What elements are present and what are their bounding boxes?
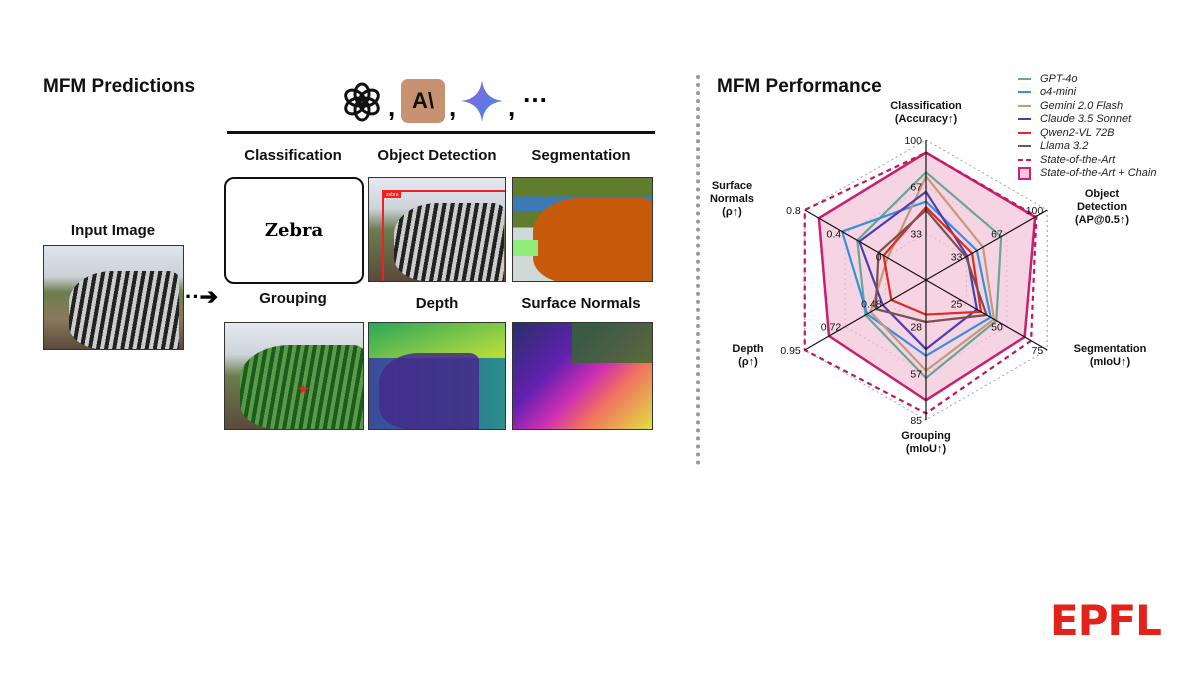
- legend-label: State-of-the-Art: [1040, 153, 1116, 166]
- axis-metric: (ρ↑): [722, 206, 742, 218]
- axis-metric: (Accuracy↑): [894, 113, 958, 125]
- tick-label: 0.95: [780, 345, 801, 357]
- label-depth: Depth: [415, 295, 459, 312]
- legend-item: State-of-the-Art: [1018, 153, 1156, 167]
- legend-item: Qwen2-VL 72B: [1018, 126, 1156, 140]
- legend-swatch: [1018, 166, 1031, 180]
- legend-item: State-of-the-Art + Chain: [1018, 166, 1157, 181]
- tick-label: 0: [876, 252, 882, 264]
- series-state-of-the-art-chain: [817, 151, 1037, 402]
- axis-label: Grouping(mIoU↑): [881, 430, 971, 456]
- tick-label: 100: [1026, 205, 1044, 217]
- label-classification: Classification: [244, 147, 342, 164]
- axis-line: [804, 209, 927, 281]
- axis-metric: (ρ↑): [738, 356, 758, 368]
- axis-line: [804, 279, 927, 351]
- comma: ,: [508, 92, 516, 122]
- performance-title: MFM Performance: [717, 76, 882, 97]
- segmentation-image: [512, 177, 653, 282]
- tick-label: 0.72: [821, 322, 842, 334]
- anthropic-logo-icon: A\: [401, 79, 445, 123]
- tick-label: 50: [991, 322, 1003, 334]
- axis-line: [925, 279, 1048, 351]
- divider-line: [227, 131, 655, 134]
- tick-label: 67: [910, 182, 922, 194]
- object-detection-image: zebra: [368, 177, 506, 282]
- predictions-title: MFM Predictions: [43, 76, 196, 97]
- surface-normals-image: [512, 322, 653, 430]
- axis-label: Classification(Accuracy↑): [881, 100, 971, 126]
- legend-label: Llama 3.2: [1040, 140, 1089, 153]
- gemini-logo-icon: [461, 80, 503, 122]
- legend-item: GPT-4o: [1018, 72, 1156, 86]
- comma: ,: [388, 92, 396, 122]
- tick-label: 67: [991, 228, 1003, 240]
- legend-item: Claude 3.5 Sonnet: [1018, 113, 1156, 127]
- legend-label: State-of-the-Art + Chain: [1040, 167, 1157, 180]
- classification-result: Zebra: [224, 177, 364, 284]
- label-grouping: Grouping: [259, 290, 327, 307]
- axis-metric: (AP@0.5↑): [1074, 214, 1130, 226]
- ellipsis: …: [522, 78, 548, 108]
- legend-label: Claude 3.5 Sonnet: [1040, 113, 1132, 126]
- tick-label: 57: [910, 368, 922, 380]
- tick-label: 100: [904, 135, 922, 147]
- label-segmentation: Segmentation: [531, 147, 631, 164]
- tick-label: 33: [910, 228, 922, 240]
- legend-item: Llama 3.2: [1018, 140, 1156, 154]
- axis-label: Segmentation(mIoU↑): [1065, 343, 1155, 369]
- detection-box-label: zebra: [384, 192, 401, 198]
- axis-line: [925, 209, 1048, 281]
- legend-label: Qwen2-VL 72B: [1040, 126, 1115, 139]
- epfl-logo: EPFL: [1050, 596, 1162, 645]
- legend-swatch: [1018, 104, 1031, 107]
- detection-box: zebra: [382, 190, 505, 281]
- axis-name: Classification: [890, 100, 962, 112]
- tick-label: 33: [951, 252, 963, 264]
- star-icon: ★: [297, 381, 310, 397]
- axis-name: Grouping: [901, 430, 951, 442]
- tick-label: 0.48: [861, 298, 882, 310]
- legend-item: o4-mini: [1018, 86, 1156, 100]
- axis-metric: (mIoU↑): [905, 443, 947, 455]
- tick-label: 0.8: [786, 205, 801, 217]
- tick-label: 25: [951, 298, 963, 310]
- dotted-separator: [696, 75, 700, 465]
- legend-item: Gemini 2.0 Flash: [1018, 99, 1156, 113]
- tick-label: 85: [910, 415, 922, 427]
- legend-swatch: [1018, 77, 1031, 80]
- tick-label: 28: [910, 322, 922, 334]
- legend-swatch: [1018, 131, 1031, 134]
- legend-label: GPT-4o: [1040, 72, 1078, 85]
- depth-image: [368, 322, 506, 430]
- tick-label: 0.4: [827, 228, 842, 240]
- legend-swatch: [1018, 158, 1031, 161]
- grouping-image: ★: [224, 322, 364, 430]
- label-object-detection: Object Detection: [377, 147, 497, 164]
- label-input-image: Input Image: [70, 222, 156, 239]
- axis-metric: (mIoU↑): [1089, 356, 1131, 368]
- axis-name: Segmentation: [1073, 343, 1147, 355]
- tick-label: 75: [1032, 345, 1044, 357]
- legend-swatch: [1018, 91, 1031, 94]
- legend-label: o4-mini: [1040, 86, 1077, 99]
- legend-label: Gemini 2.0 Flash: [1040, 99, 1124, 112]
- openai-logo-icon: [344, 82, 380, 122]
- axis-label: Depth(ρ↑): [703, 343, 793, 369]
- comma: ,: [449, 92, 457, 122]
- label-surface-normals: Surface Normals: [521, 295, 641, 312]
- arrow-icon: ··➔: [185, 284, 219, 309]
- axis-name: Depth: [732, 343, 764, 355]
- input-zebra-image: [43, 245, 184, 350]
- legend-swatch: [1018, 145, 1031, 148]
- legend-swatch: [1018, 118, 1031, 121]
